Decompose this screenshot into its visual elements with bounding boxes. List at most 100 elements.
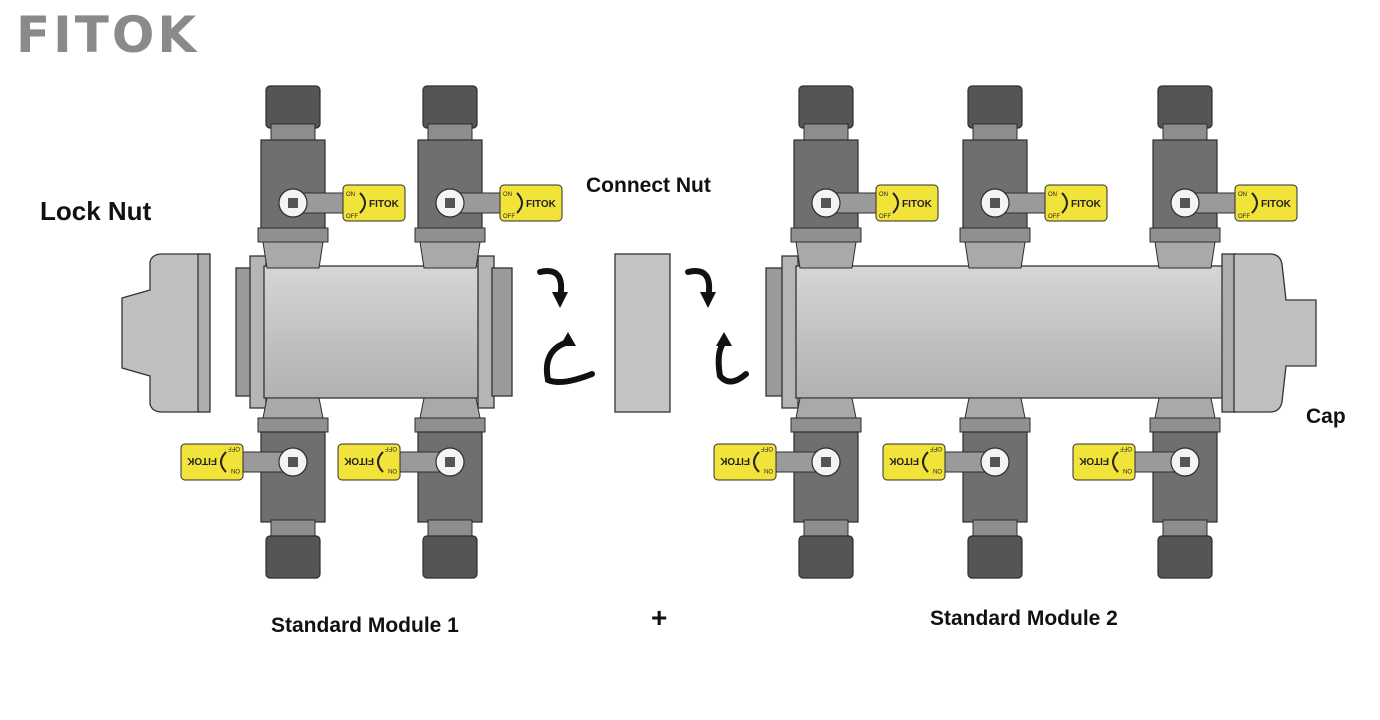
handle-brand-text: FITOK <box>369 199 400 210</box>
handle-arc <box>1112 451 1119 473</box>
handle-off-text: OFF <box>385 445 397 451</box>
handle-plate <box>1044 184 1108 222</box>
hex-collar <box>257 417 329 433</box>
lock-nut-label: Lock Nut <box>40 196 152 226</box>
thread <box>803 519 849 537</box>
connect-nut-part <box>614 253 671 413</box>
fitok-logo: FITOK <box>16 6 200 64</box>
fitting-nut <box>1157 85 1213 129</box>
branch-neck <box>795 397 857 419</box>
fitting-nut <box>967 535 1023 579</box>
handle-brand-text: FITOK <box>1261 199 1292 210</box>
hex-collar <box>414 227 486 243</box>
valve-assembly-bottom: ON OFF FITOK <box>337 397 486 579</box>
handle-off-text: OFF <box>879 214 891 220</box>
handle-plate <box>875 184 939 222</box>
connect-nut-label: Connect Nut <box>586 174 711 197</box>
rotation-arrows <box>537 268 749 385</box>
branch-neck <box>419 241 481 269</box>
handle-arc <box>1061 192 1068 214</box>
hex-collar <box>959 417 1031 433</box>
handle-plate <box>1072 443 1136 481</box>
handle-on-text: ON <box>1123 467 1132 473</box>
handle-on-text: ON <box>764 467 773 473</box>
hex-collar <box>790 227 862 243</box>
handle-off-text: OFF <box>503 214 515 220</box>
branch-neck <box>262 241 324 269</box>
handle-plate <box>1234 184 1298 222</box>
module-2-body <box>765 255 1225 409</box>
stem-square <box>990 198 1000 208</box>
handle-arc <box>922 451 929 473</box>
branch-neck <box>419 397 481 419</box>
hex-collar <box>414 417 486 433</box>
handle-brand-text: FITOK <box>888 455 919 466</box>
module-1-body <box>235 255 513 409</box>
branch-neck <box>795 241 857 269</box>
stem-square <box>821 457 831 467</box>
thread <box>972 519 1018 537</box>
handle-arc <box>359 192 366 214</box>
branch-neck <box>964 241 1026 269</box>
plus-sign: + <box>651 602 668 633</box>
cap-label: Cap <box>1306 405 1346 428</box>
handle-off-text: OFF <box>1238 214 1250 220</box>
cap-part <box>1221 253 1317 413</box>
lock-nut-part <box>121 253 211 413</box>
handle-arc <box>1251 192 1258 214</box>
thread <box>972 123 1018 141</box>
handle-off-text: OFF <box>1048 214 1060 220</box>
valve-handle: ON OFF FITOK <box>1234 184 1298 222</box>
valve-assembly-bottom: ON OFF FITOK <box>1072 397 1221 579</box>
hex-collar <box>257 227 329 243</box>
branch-neck <box>1154 397 1216 419</box>
handle-on-text: ON <box>879 192 888 198</box>
handle-on-text: ON <box>1238 192 1247 198</box>
handle-plate <box>713 443 777 481</box>
handle-plate <box>342 184 406 222</box>
thread <box>1162 123 1208 141</box>
handle-brand-text: FITOK <box>1078 455 1109 466</box>
handle-brand-text: FITOK <box>1071 199 1102 210</box>
valve-assembly-top: ON OFF FITOK <box>1149 85 1298 269</box>
handle-arc <box>220 451 227 473</box>
handle-on-text: ON <box>388 467 397 473</box>
thread <box>270 123 316 141</box>
handle-on-text: ON <box>231 467 240 473</box>
handle-off-text: OFF <box>1120 445 1132 451</box>
handle-off-text: OFF <box>761 445 773 451</box>
branch-neck <box>1154 241 1216 269</box>
valve-handle: ON OFF FITOK <box>882 443 946 481</box>
thread <box>427 519 473 537</box>
handle-on-text: ON <box>933 467 942 473</box>
valve-handle: ON OFF FITOK <box>1044 184 1108 222</box>
stem-square <box>445 198 455 208</box>
thread <box>270 519 316 537</box>
handle-off-text: OFF <box>930 445 942 451</box>
branch-neck <box>262 397 324 419</box>
stem-square <box>288 198 298 208</box>
valve-body <box>260 431 326 523</box>
handle-plate <box>180 443 244 481</box>
stem-square <box>1180 198 1190 208</box>
handle-brand-text: FITOK <box>186 455 217 466</box>
module-1-label: Standard Module 1 <box>271 614 459 637</box>
handle-on-text: ON <box>503 192 512 198</box>
handle-on-text: ON <box>1048 192 1057 198</box>
handle-arc <box>753 451 760 473</box>
valve-body <box>793 431 859 523</box>
valve-handle: ON OFF FITOK <box>1072 443 1136 481</box>
stem-square <box>445 457 455 467</box>
module-2-label: Standard Module 2 <box>930 607 1118 630</box>
fitting-nut <box>798 535 854 579</box>
handle-brand-text: FITOK <box>343 455 374 466</box>
